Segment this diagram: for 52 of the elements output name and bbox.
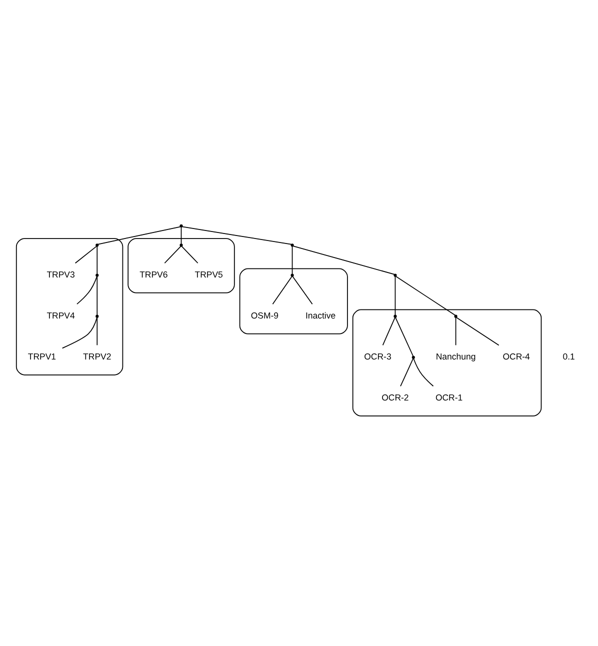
node-point: [96, 314, 99, 318]
connector: [382, 317, 396, 346]
node-text: OCR-3: [364, 352, 392, 362]
label: 0.1: [562, 352, 575, 362]
node-point: [96, 274, 99, 277]
connector: [164, 246, 182, 264]
connector: [395, 276, 456, 316]
cluster: [16, 238, 124, 376]
node-text: TRPV3: [46, 270, 75, 280]
node-text: Nanchung: [436, 352, 476, 362]
node-point: [412, 356, 415, 359]
cluster: [352, 309, 542, 416]
node-point: [290, 244, 294, 247]
cluster: [128, 238, 235, 294]
connector: [76, 276, 98, 304]
connector: [74, 246, 97, 264]
connector: [98, 226, 181, 245]
node-text: OSM-9: [250, 310, 279, 321]
connector: [96, 276, 98, 316]
node-point: [394, 314, 397, 318]
node-text: TRPV5: [194, 270, 223, 280]
connector: [182, 226, 292, 245]
connector: [413, 358, 434, 387]
node-text: TRPV4: [46, 310, 75, 321]
connector: [272, 276, 292, 305]
connector: [181, 246, 198, 264]
node-text: OCR-1: [435, 392, 463, 403]
node-text: TRPV1: [28, 352, 56, 362]
node-text: TRPV2: [83, 352, 112, 362]
node-text: OCR-2: [382, 392, 409, 403]
connector: [394, 276, 396, 316]
connector: [180, 226, 182, 244]
node-text: TRPV6: [140, 270, 168, 280]
connector: [395, 317, 414, 357]
connector: [96, 246, 98, 274]
connector: [292, 246, 395, 275]
node-text: OCR-4: [502, 352, 530, 362]
node-point: [180, 244, 183, 247]
node-point: [180, 224, 183, 228]
connector: [400, 358, 414, 387]
node-text: Inactive: [305, 310, 336, 321]
node-point: [454, 314, 458, 318]
connector: [455, 317, 456, 346]
connector: [456, 317, 500, 346]
connector: [62, 317, 98, 349]
connector: [96, 317, 98, 346]
node-point: [290, 274, 294, 277]
connector: [292, 276, 313, 305]
cluster: [239, 268, 348, 334]
node-point: [394, 274, 397, 277]
node-point: [96, 244, 99, 247]
connector: [292, 246, 293, 274]
